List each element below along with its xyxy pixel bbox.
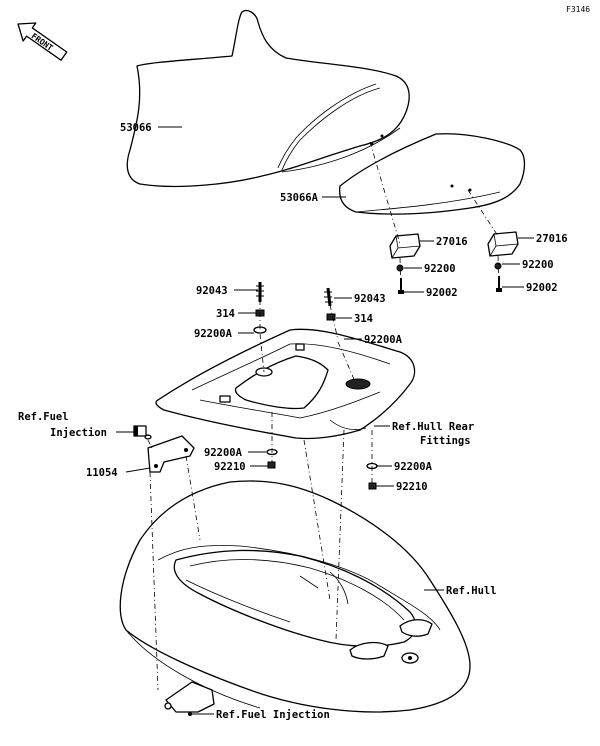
label-53066: 53066 bbox=[120, 122, 152, 134]
label-27016-left: 27016 bbox=[436, 236, 468, 248]
label-92200a-left-top: 92200A bbox=[194, 328, 233, 340]
stud-92043-right bbox=[324, 287, 333, 307]
label-ref-fuel-injection-bottom: Ref.Fuel Injection bbox=[216, 709, 330, 721]
label-ref-fuel-injection-top-1: Ref.Fuel bbox=[18, 411, 69, 423]
front-seat bbox=[126, 9, 410, 188]
label-314-right: 314 bbox=[354, 313, 373, 325]
label-92043-left: 92043 bbox=[196, 285, 228, 297]
leader-lines bbox=[116, 126, 534, 715]
assembly-lines bbox=[147, 141, 500, 691]
label-92200a-left-bottom: 92200A bbox=[204, 447, 243, 459]
nut-92210-left bbox=[267, 461, 276, 469]
label-92210-left: 92210 bbox=[214, 461, 246, 473]
label-92200-right: 92200 bbox=[522, 259, 554, 271]
stud-92043-left bbox=[256, 282, 264, 302]
washer-small-top bbox=[144, 434, 152, 440]
hull-rear-fitting-tray bbox=[155, 328, 416, 440]
fuel-injection-bracket-bottom bbox=[164, 681, 215, 716]
hull bbox=[119, 480, 471, 713]
label-92210-right: 92210 bbox=[396, 481, 428, 493]
label-ref-hull: Ref.Hull bbox=[446, 585, 497, 597]
label-ref-hull-rear-fittings-2: Fittings bbox=[420, 435, 471, 447]
labels: 53066 53066A 27016 27016 92200 92200 920… bbox=[18, 122, 568, 721]
nut-314-right bbox=[326, 313, 336, 321]
washer-92200-right bbox=[494, 262, 502, 270]
stopper-left bbox=[389, 233, 421, 259]
washer-92200-left bbox=[396, 264, 404, 272]
label-53066a: 53066A bbox=[280, 192, 319, 204]
rear-seat bbox=[338, 133, 526, 215]
fuel-injection-part-top bbox=[133, 425, 147, 437]
label-92200-left: 92200 bbox=[424, 263, 456, 275]
label-92043-right: 92043 bbox=[354, 293, 386, 305]
figure-code: F3146 bbox=[566, 5, 590, 14]
label-92200a-right-bottom: 92200A bbox=[394, 461, 433, 473]
label-ref-hull-rear-fittings-1: Ref.Hull Rear bbox=[392, 421, 474, 433]
front-arrow-icon: FRONT bbox=[17, 22, 68, 61]
label-11054: 11054 bbox=[86, 467, 118, 479]
label-ref-fuel-injection-top-2: Injection bbox=[50, 427, 107, 439]
label-27016-right: 27016 bbox=[536, 233, 568, 245]
label-92002-right: 92002 bbox=[526, 282, 558, 294]
label-92200a-right-top: 92200A bbox=[364, 334, 403, 346]
bracket-11054 bbox=[147, 435, 195, 473]
stopper-right bbox=[487, 231, 519, 257]
nut-92210-right bbox=[368, 482, 377, 490]
label-92002-left: 92002 bbox=[426, 287, 458, 299]
label-314-left: 314 bbox=[216, 308, 235, 320]
